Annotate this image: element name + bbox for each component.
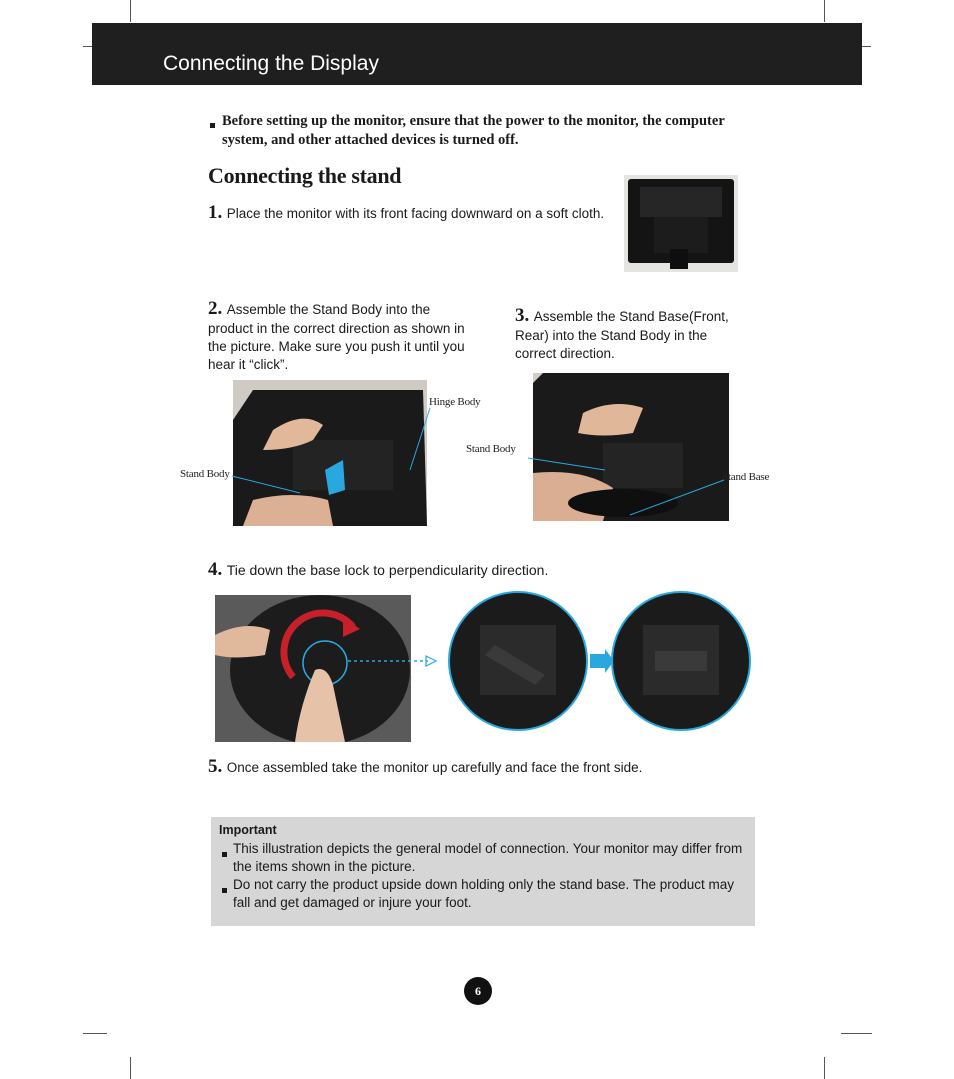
bullet	[222, 852, 227, 857]
photo-monitor-face-down	[624, 175, 738, 272]
lock-detail-diagram	[348, 591, 751, 731]
step-text: Place the monitor with its front facing …	[226, 206, 605, 221]
step-2: 2. Assemble the Stand Body into the prod…	[208, 298, 473, 374]
important-item: This illustration depicts the general mo…	[233, 841, 743, 874]
bullet	[222, 888, 227, 893]
photo-assemble-stand-body	[233, 380, 427, 526]
photo-base-lock	[215, 595, 411, 742]
header-bar	[92, 23, 862, 85]
crop-mark	[83, 1033, 107, 1034]
crop-mark	[841, 1033, 872, 1034]
step-5: 5. Once assembled take the monitor up ca…	[208, 756, 642, 778]
step-text: Assemble the Stand Body into the product…	[208, 302, 465, 372]
crop-mark	[130, 1057, 131, 1079]
callout-stand-body-left: Stand Body	[180, 468, 230, 480]
crop-mark	[824, 0, 825, 22]
important-box	[211, 817, 755, 926]
page-title: Connecting the Display	[163, 52, 379, 75]
photo-assemble-stand-base	[533, 373, 729, 521]
step-number: 1.	[208, 202, 223, 223]
warning-text: Before setting up the monitor, ensure th…	[222, 113, 725, 148]
callout-hinge-body: Hinge Body	[429, 396, 481, 408]
step-3: 3. Assemble the Stand Base(Front, Rear) …	[515, 305, 747, 363]
important-title: Important	[219, 823, 277, 837]
crop-mark	[130, 0, 131, 22]
crop-mark	[824, 1057, 825, 1079]
step-number: 5.	[208, 756, 223, 777]
bullet	[210, 123, 215, 128]
step-text: Assemble the Stand Base(Front, Rear) int…	[515, 309, 729, 361]
section-title: Connecting the stand	[208, 163, 402, 188]
step-number: 4.	[208, 559, 223, 580]
step-1: 1. Place the monitor with its front faci…	[208, 202, 604, 224]
page-number: 6	[464, 977, 492, 1005]
step-text: Tie down the base lock to perpendiculari…	[226, 562, 549, 578]
step-text: Once assembled take the monitor up caref…	[226, 760, 643, 775]
callout-stand-base: Stand Base	[722, 471, 770, 483]
step-number: 3.	[515, 305, 530, 326]
crop-mark	[862, 46, 871, 47]
crop-mark	[83, 46, 92, 47]
important-item: Do not carry the product upside down hol…	[233, 877, 735, 910]
step-4: 4. Tie down the base lock to perpendicul…	[208, 559, 548, 581]
step-number: 2.	[208, 298, 223, 319]
callout-stand-body-right: Stand Body	[466, 443, 516, 455]
